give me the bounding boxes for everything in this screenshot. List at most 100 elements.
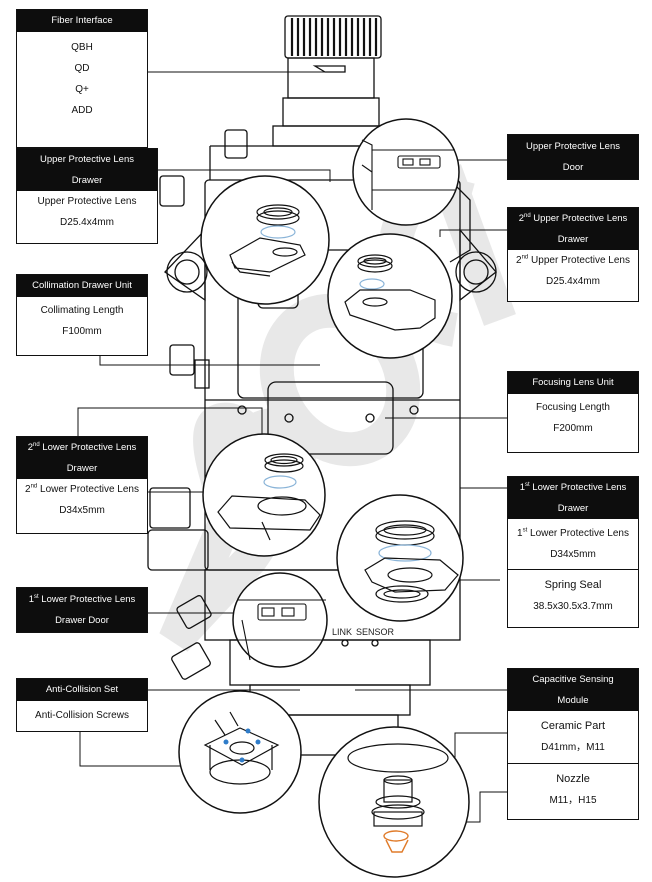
ordinal-number: 2	[27, 442, 33, 453]
detail-1st-lower-lens-drawer	[336, 494, 464, 622]
title-line: Module	[557, 695, 589, 706]
callout-capacitive-sensing-module: Capacitive Sensing Module Ceramic Part D…	[507, 668, 639, 820]
callout-focusing-lens-unit: Focusing Lens Unit Focusing Length F200m…	[507, 371, 639, 453]
title-text: Lower Protective Lens	[39, 442, 137, 453]
part-name: Ceramic Part	[540, 720, 606, 732]
title-line: 2nd Lower Protective Lens	[28, 437, 137, 458]
detail-upper-lens-drawer	[200, 175, 330, 305]
callout-title: Upper Protective Lens Drawer	[17, 149, 157, 191]
list-item: ADD	[71, 105, 93, 116]
spec-value: F200mm	[553, 423, 593, 434]
callout-body: 1st Lower Protective Lens D34x5mm	[508, 519, 638, 569]
ordinal-suffix: nd	[30, 483, 38, 490]
part-spec: M11，H15	[549, 795, 597, 806]
callout-2nd-upper-protective-lens-drawer: 2nd Upper Protective Lens Drawer 2nd Upp…	[507, 207, 639, 302]
lens-name-text: Upper Protective Lens	[528, 255, 630, 266]
ordinal-suffix: st	[524, 481, 530, 488]
list-item: Q+	[75, 84, 89, 95]
callout-upper-protective-lens-drawer: Upper Protective Lens Drawer Upper Prote…	[16, 148, 158, 244]
callout-title: 2nd Lower Protective Lens Drawer	[17, 437, 147, 479]
ordinal-suffix: st	[33, 593, 39, 600]
callout-title: Capacitive Sensing Module	[508, 669, 638, 711]
title-line: Drawer Door	[55, 615, 109, 626]
spring-seal-section: Spring Seal 38.5x30.5x3.7mm	[508, 569, 638, 622]
callout-collimation-drawer-unit: Collimation Drawer Unit Collimating Leng…	[16, 274, 148, 356]
ordinal-number: 2	[516, 255, 522, 266]
callout-body: 2nd Lower Protective Lens D34x5mm	[17, 479, 147, 521]
title-line: Drawer	[71, 175, 103, 186]
lens-name: 1st Lower Protective Lens	[517, 523, 629, 544]
part-spec: D41mm，M11	[541, 742, 605, 753]
panel-mark-sensor: SENSOR	[356, 627, 395, 637]
detail-2nd-lower-lens-drawer	[202, 433, 326, 557]
detail-1st-lower-lens-door	[232, 572, 328, 668]
title-line: Door	[562, 162, 584, 173]
callout-1st-lower-protective-lens-drawer-door: 1st Lower Protective Lens Drawer Door	[16, 587, 148, 633]
callout-upper-protective-lens-door: Upper Protective Lens Door	[507, 134, 639, 180]
list-item: QBH	[71, 42, 93, 53]
title-text: Lower Protective Lens	[529, 482, 627, 493]
detail-2nd-upper-lens-drawer	[327, 233, 453, 359]
laser-head-body	[147, 15, 497, 756]
lens-name: 2nd Lower Protective Lens	[25, 479, 139, 500]
callout-title: Upper Protective Lens Door	[508, 135, 638, 179]
lens-spec: D25.4x4mm	[546, 276, 600, 287]
ordinal-number: 1	[519, 482, 525, 493]
ordinal-number: 1	[28, 594, 34, 605]
ordinal-suffix: nd	[32, 441, 40, 448]
callout-2nd-lower-protective-lens-drawer: 2nd Lower Protective Lens Drawer 2nd Low…	[16, 436, 148, 534]
title-line: Upper Protective Lens	[526, 141, 620, 152]
spec-label: Focusing Length	[536, 402, 610, 413]
callout-body: 2nd Upper Protective Lens D25.4x4mm	[508, 250, 638, 292]
list-item: QD	[74, 63, 90, 74]
detail-upper-lens-door	[352, 118, 460, 226]
callout-fiber-interface: Fiber Interface QBH QD Q+ ADD	[16, 9, 148, 148]
part-name: Nozzle	[556, 773, 590, 785]
lens-name-text: Lower Protective Lens	[37, 484, 139, 495]
title-line: 2nd Upper Protective Lens	[519, 208, 628, 229]
ordinal-suffix: st	[522, 527, 528, 534]
lens-name-text: Lower Protective Lens	[527, 528, 629, 539]
ceramic-part-section: Ceramic Part D41mm，M11	[508, 711, 638, 763]
title-line: 1st Lower Protective Lens	[520, 477, 627, 498]
lens-spec: D34x5mm	[59, 505, 105, 516]
detail-capacitive-sensing	[318, 726, 470, 878]
title-line: 1st Lower Protective Lens	[29, 589, 136, 610]
fiber-interface-list: QBH QD Q+ ADD	[17, 32, 147, 121]
callout-1st-lower-protective-lens-drawer: 1st Lower Protective Lens Drawer 1st Low…	[507, 476, 639, 628]
ordinal-suffix: nd	[523, 212, 531, 219]
callout-title: Collimation Drawer Unit	[17, 275, 147, 297]
callout-title: Focusing Lens Unit	[508, 372, 638, 394]
lens-spec: D34x5mm	[550, 549, 596, 560]
panel-mark-link: LINK	[332, 627, 353, 637]
callout-anti-collision-set: Anti-Collision Set Anti-Collision Screws	[16, 678, 148, 732]
item-label: Anti-Collision Screws	[35, 710, 129, 721]
callout-title: Fiber Interface	[17, 10, 147, 32]
nozzle-section: Nozzle M11，H15	[508, 763, 638, 816]
seal-spec: 38.5x30.5x3.7mm	[533, 601, 613, 612]
lens-name: 2nd Upper Protective Lens	[516, 250, 630, 271]
callout-body: Upper Protective Lens D25.4x4mm	[17, 191, 157, 233]
callout-title: 1st Lower Protective Lens Drawer	[508, 477, 638, 519]
callout-body: Focusing Length F200mm	[508, 394, 638, 439]
ordinal-number: 1	[517, 528, 523, 539]
lens-spec: D25.4x4mm	[60, 217, 114, 228]
spec-value: F100mm	[62, 326, 102, 337]
title-line: Drawer	[557, 503, 589, 514]
callout-title: Anti-Collision Set	[17, 679, 147, 701]
title-line: Drawer	[557, 234, 589, 245]
seal-name: Spring Seal	[544, 579, 602, 591]
callout-body: Collimating Length F100mm	[17, 297, 147, 342]
title-line: Capacitive Sensing	[532, 674, 614, 685]
ordinal-suffix: nd	[521, 254, 529, 261]
callout-title: 1st Lower Protective Lens Drawer Door	[17, 588, 147, 632]
detail-anti-collision-set	[178, 690, 302, 814]
title-line: Drawer	[66, 463, 98, 474]
callout-title: 2nd Upper Protective Lens Drawer	[508, 208, 638, 250]
title-text: Lower Protective Lens	[38, 594, 136, 605]
title-text: Upper Protective Lens	[530, 213, 628, 224]
ordinal-number: 2	[518, 213, 524, 224]
spec-label: Collimating Length	[40, 305, 124, 316]
callout-body: Anti-Collision Screws	[17, 701, 147, 730]
